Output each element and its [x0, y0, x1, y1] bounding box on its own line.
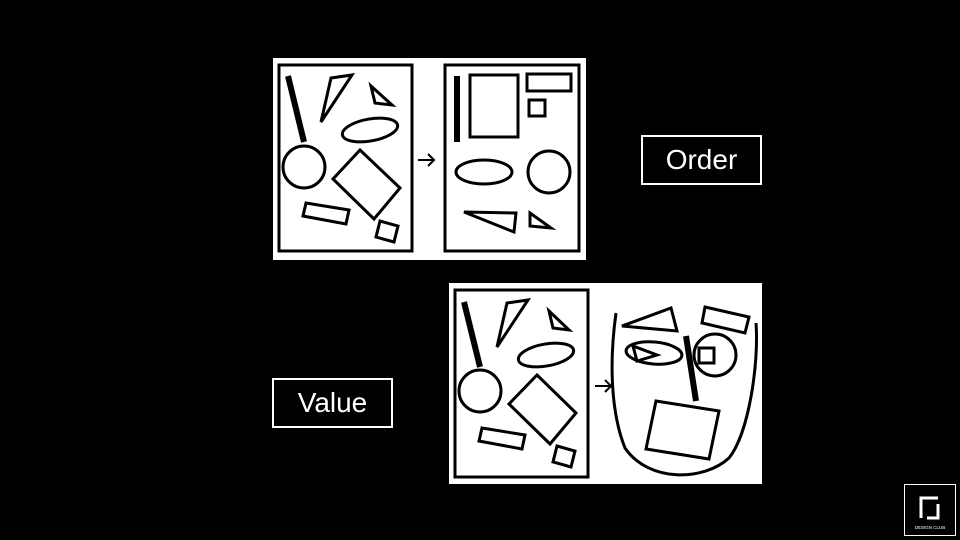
value-label-text: Value	[297, 387, 368, 418]
triangle-shape	[495, 298, 532, 348]
logo-text: DESIGN CLUB	[915, 525, 946, 530]
ellipse-shape	[340, 116, 400, 144]
bar-shape	[285, 75, 307, 143]
small-square-shape	[697, 346, 716, 365]
triangle-shape	[319, 73, 356, 123]
studio-logo-icon: DESIGN CLUB	[904, 484, 956, 536]
bar-shape	[683, 335, 699, 402]
circle-shape	[526, 149, 572, 195]
before-frame	[453, 288, 590, 479]
large-rect-shape	[468, 73, 520, 139]
ellipse-shape	[516, 341, 576, 369]
arrow-icon	[418, 153, 436, 167]
arrow-icon	[595, 379, 613, 393]
small-triangle-shape	[528, 210, 557, 231]
value-label: Value	[272, 378, 393, 428]
circle-shape	[692, 332, 738, 378]
circle-shape	[457, 368, 503, 414]
square-shape	[506, 372, 579, 447]
after-frame	[443, 63, 581, 253]
triangle-shape	[463, 210, 518, 235]
order-diagram	[273, 58, 586, 260]
small-triangle-shape	[630, 343, 662, 363]
rect-shape	[301, 201, 351, 226]
square-shape	[330, 147, 403, 222]
order-label-text: Order	[665, 144, 738, 175]
square-shape	[644, 399, 721, 461]
rect-shape	[477, 426, 527, 451]
circle-shape	[281, 144, 327, 190]
small-square-shape	[374, 219, 400, 244]
small-square-shape	[551, 444, 577, 469]
order-label: Order	[641, 135, 762, 185]
face-outline	[610, 312, 758, 477]
before-frame	[277, 63, 414, 253]
wide-rect-shape	[525, 72, 573, 93]
value-diagram	[449, 283, 762, 484]
bar-shape	[461, 301, 483, 368]
rect-shape	[700, 305, 751, 335]
small-triangle-shape	[546, 306, 574, 333]
ellipse-shape	[454, 158, 514, 186]
ellipse-shape	[624, 340, 684, 366]
small-square-shape	[527, 98, 547, 118]
triangle-shape	[621, 306, 679, 333]
small-triangle-shape	[368, 81, 397, 108]
